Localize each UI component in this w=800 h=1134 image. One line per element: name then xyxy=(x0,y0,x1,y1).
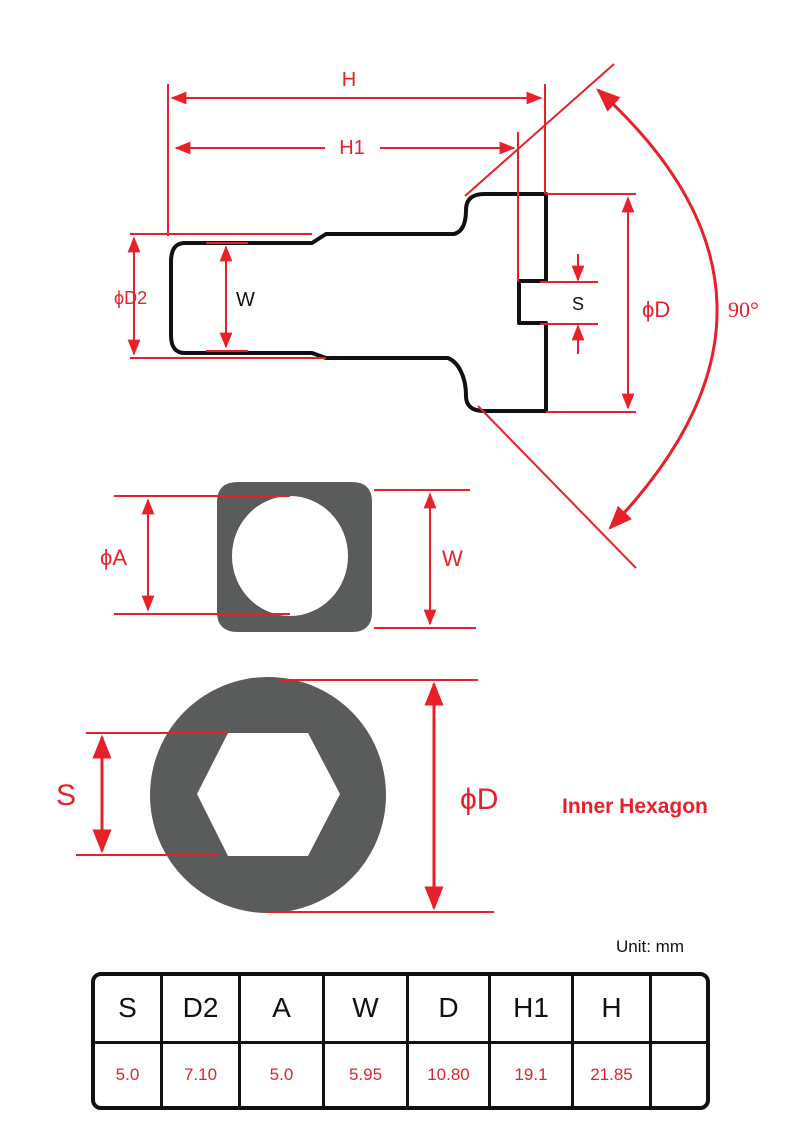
hex-dimension-lines xyxy=(76,679,494,913)
table-header-cell: H1 xyxy=(491,976,574,1044)
dimension-lines xyxy=(127,88,719,530)
table-header-cell: S xyxy=(95,976,163,1044)
dim-a-label: ϕA xyxy=(100,545,127,570)
dim-w-label: W xyxy=(236,289,255,311)
table-value-row: 5.0 7.10 5.0 5.95 10.80 19.1 21.85 xyxy=(95,1043,706,1106)
table-value-cell: 10.80 xyxy=(409,1043,491,1106)
table-header-cell xyxy=(652,976,706,1044)
square-body xyxy=(217,482,372,632)
dim-h1-label: H1 xyxy=(339,137,365,159)
table-header-cell: A xyxy=(241,976,325,1044)
table-value-cell: 21.85 xyxy=(574,1043,652,1106)
unit-label: Unit: mm xyxy=(616,937,684,956)
nipple-outline xyxy=(169,192,548,413)
square-view: ϕA W xyxy=(100,482,476,632)
dim-d-label: ϕD xyxy=(642,297,670,322)
spec-table: S D2 A W D H1 H 5.0 7.10 5.0 5.95 10.80 … xyxy=(91,972,710,1110)
table-value-cell: 5.0 xyxy=(241,1043,325,1106)
table-header-row: S D2 A W D H1 H xyxy=(95,976,706,1044)
hex-view: S ϕD Inner Hexagon xyxy=(56,676,708,914)
table-value-cell: 19.1 xyxy=(491,1043,574,1106)
extension-lines xyxy=(130,63,637,569)
dim-d2-label: ϕD2 xyxy=(114,288,147,308)
hex-caption: Inner Hexagon xyxy=(562,795,708,818)
hex-s-label: S xyxy=(56,779,76,812)
dim-h-label: H xyxy=(342,69,356,91)
table-value-cell: 7.10 xyxy=(163,1043,241,1106)
table-header-cell: D2 xyxy=(163,976,241,1044)
table-value-cell xyxy=(652,1044,706,1106)
table-header-cell: H xyxy=(574,976,652,1044)
table-header-cell: D xyxy=(409,976,491,1044)
hex-d-label: ϕD xyxy=(460,783,498,816)
dim-s-label: S xyxy=(572,294,584,314)
table-value-cell: 5.95 xyxy=(325,1043,409,1106)
table-value-cell: 5.0 xyxy=(95,1043,163,1106)
hex-socket-body xyxy=(150,676,386,914)
angle-label: 90° xyxy=(728,297,759,322)
square-w-label: W xyxy=(442,546,463,571)
side-view: H H1 ϕD2 W S ϕD 90° xyxy=(114,63,759,569)
square-dimension-lines xyxy=(114,489,476,629)
table-header-cell: W xyxy=(325,976,409,1044)
